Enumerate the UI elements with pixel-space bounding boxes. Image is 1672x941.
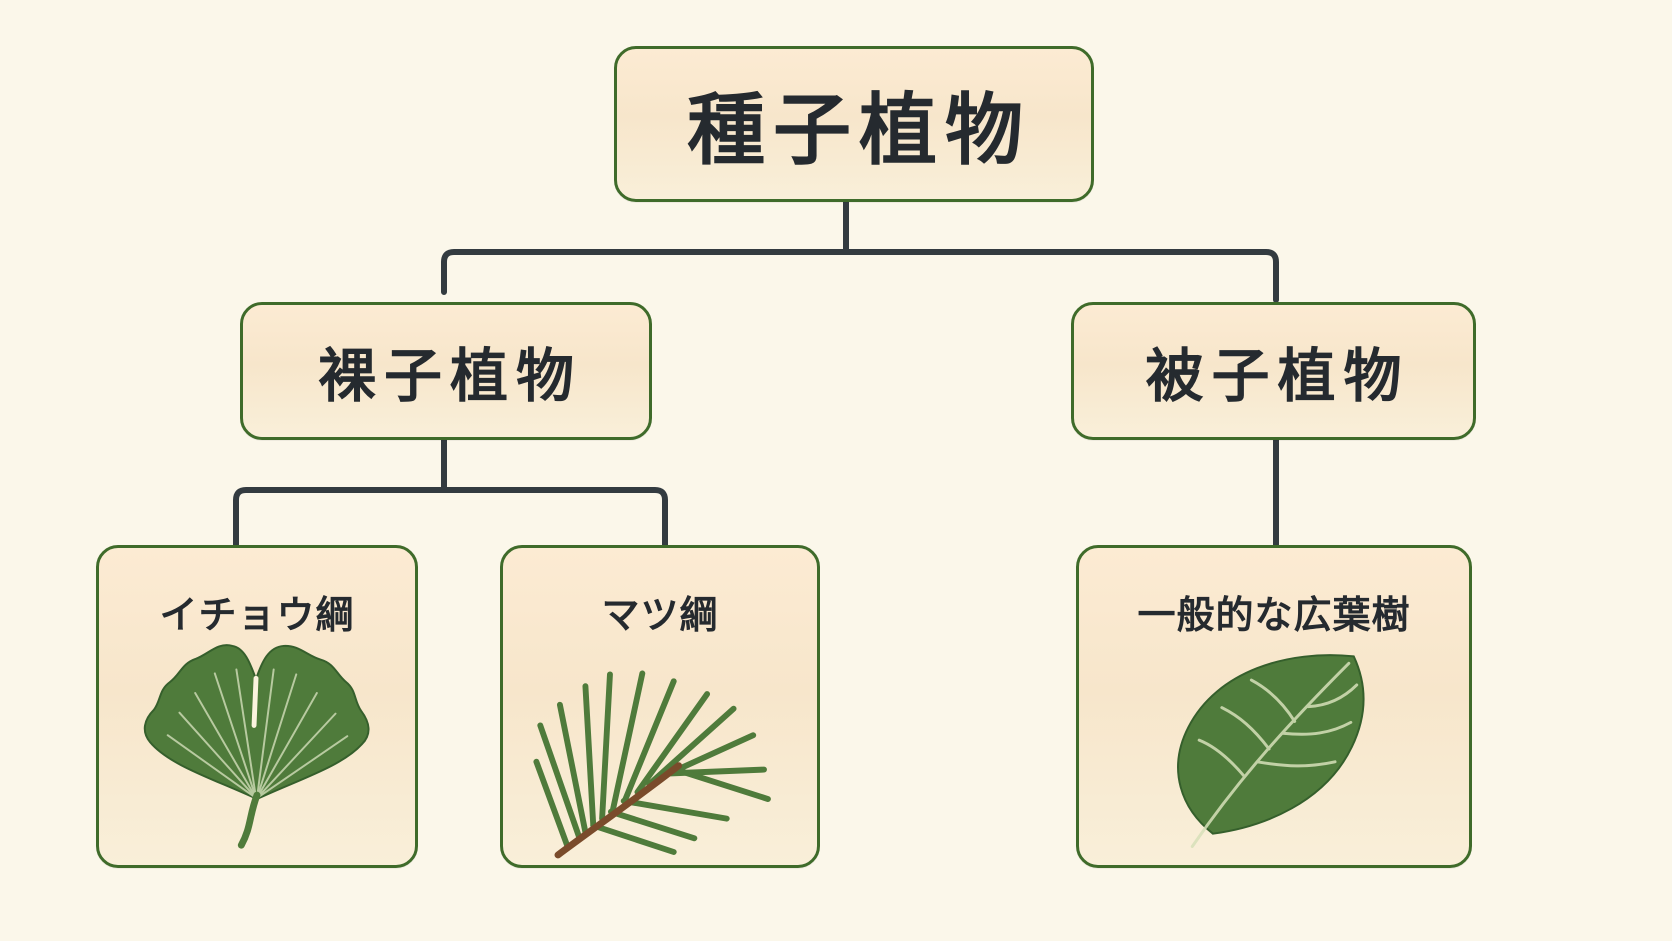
broadleaf-icon xyxy=(1177,654,1365,848)
root-label: 種子植物 xyxy=(686,86,1031,176)
broadleaf-veins xyxy=(1190,661,1359,848)
ginkgo-leaf-icon xyxy=(143,644,370,849)
ginkgo-class-label: イチョウ綱 xyxy=(159,593,355,637)
angiosperm-label: 被子植物 xyxy=(1145,342,1410,410)
ginkgo-veins xyxy=(166,668,349,800)
angiosperm-node: 被子植物 xyxy=(1071,302,1476,440)
pine-needle-cluster xyxy=(533,670,771,855)
ginkgo-stem xyxy=(237,791,261,849)
pine-class-node: マツ綱 xyxy=(500,545,820,868)
broadleaf-class-label: 一般的な広葉樹 xyxy=(1137,593,1411,637)
ginkgo-class-node: イチョウ綱 xyxy=(96,545,418,868)
gymnosperm-node: 裸子植物 xyxy=(240,302,652,440)
broadleaf-class-node: 一般的な広葉樹 xyxy=(1076,545,1472,868)
gymnosperm-to-classes-connector xyxy=(233,437,668,548)
root-node: 種子植物 xyxy=(614,46,1094,202)
pine-class-label: マツ綱 xyxy=(601,593,719,637)
root-to-groups-connector xyxy=(441,199,1279,303)
ginkgo-leaf-blade xyxy=(143,644,370,801)
pine-branch xyxy=(554,762,683,859)
ginkgo-notch xyxy=(251,675,259,728)
pine-needles-icon xyxy=(533,670,771,859)
gymnosperm-label: 裸子植物 xyxy=(317,342,582,410)
